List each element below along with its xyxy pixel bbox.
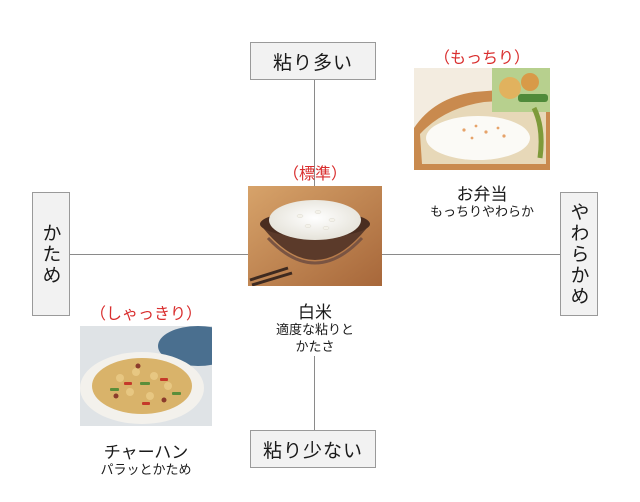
center-title: 白米 [298,303,332,323]
axis-label-top: 粘り多い [250,42,376,80]
top-right-tag: （もっちり） [433,48,530,67]
bento-box-image [414,68,550,170]
bottom-left-tag: （しゃっきり） [89,304,202,323]
axis-label-bottom: 粘り少ない [250,430,376,468]
top-right-title: お弁当 [456,185,508,205]
top-right-desc: もっちりやわらか [429,205,534,220]
horizontal-axis-right [380,254,560,255]
bottom-left-title: チャーハン [103,443,189,463]
bottom-left-desc: パラッとかため [100,463,192,478]
fried-rice-image [80,326,212,426]
horizontal-axis-left [70,254,248,255]
center-desc-line1: 適度な粘りと [275,323,354,338]
axis-label-right: やわらかめ [560,192,598,316]
rice-bowl-image [248,186,382,286]
vertical-axis-lower [314,356,315,432]
center-desc-line2: かたさ [295,340,335,355]
center-tag: （標準） [282,164,347,183]
vertical-axis-upper [314,80,315,250]
axis-label-left: かため [32,192,70,316]
